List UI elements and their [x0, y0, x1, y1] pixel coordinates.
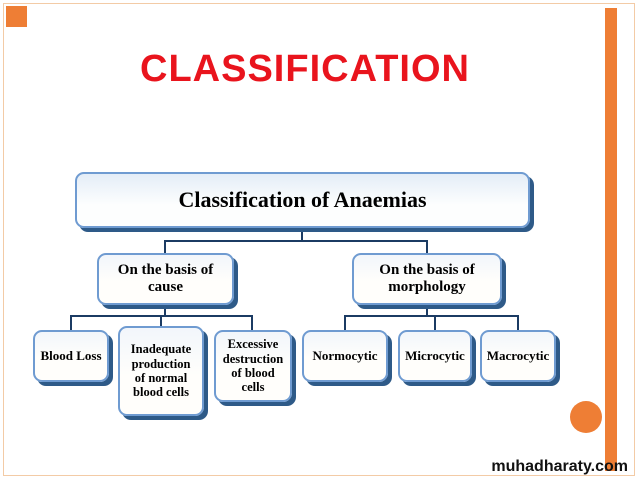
- connector-line: [164, 242, 166, 253]
- connector-line: [426, 242, 428, 253]
- connector-line: [70, 315, 253, 317]
- watermark: muhadharaty.com: [491, 458, 628, 475]
- diagram-node-microcytic: Microcytic: [398, 330, 472, 382]
- connector-line: [344, 315, 519, 317]
- diagram-node-normocytic: Normocytic: [302, 330, 388, 382]
- connector-line: [301, 228, 303, 242]
- connector-line: [160, 317, 162, 326]
- connector-line: [70, 317, 72, 330]
- slide-title: CLASSIFICATION: [140, 48, 470, 90]
- diagram-node-morphology: On the basis of morphology: [352, 253, 502, 305]
- connector-line: [344, 317, 346, 330]
- connector-line: [164, 240, 428, 242]
- diagram-node-cause: On the basis of cause: [97, 253, 234, 305]
- diagram-node-blood-loss: Blood Loss: [33, 330, 109, 382]
- diagram-node-inadequate-production: Inadequate production of normal blood ce…: [118, 326, 204, 416]
- corner-accent-square: [6, 6, 27, 27]
- diagram-node-macrocytic: Macrocytic: [480, 330, 556, 382]
- diagram-node-root: Classification of Anaemias: [75, 172, 530, 228]
- right-accent-bar: [605, 8, 617, 471]
- connector-line: [517, 317, 519, 330]
- connector-line: [251, 317, 253, 330]
- accent-circle: [570, 401, 602, 433]
- connector-line: [426, 305, 428, 317]
- connector-line: [434, 317, 436, 330]
- diagram-node-excessive-destruction: Excessive destruction of blood cells: [214, 330, 292, 402]
- connector-line: [164, 305, 166, 317]
